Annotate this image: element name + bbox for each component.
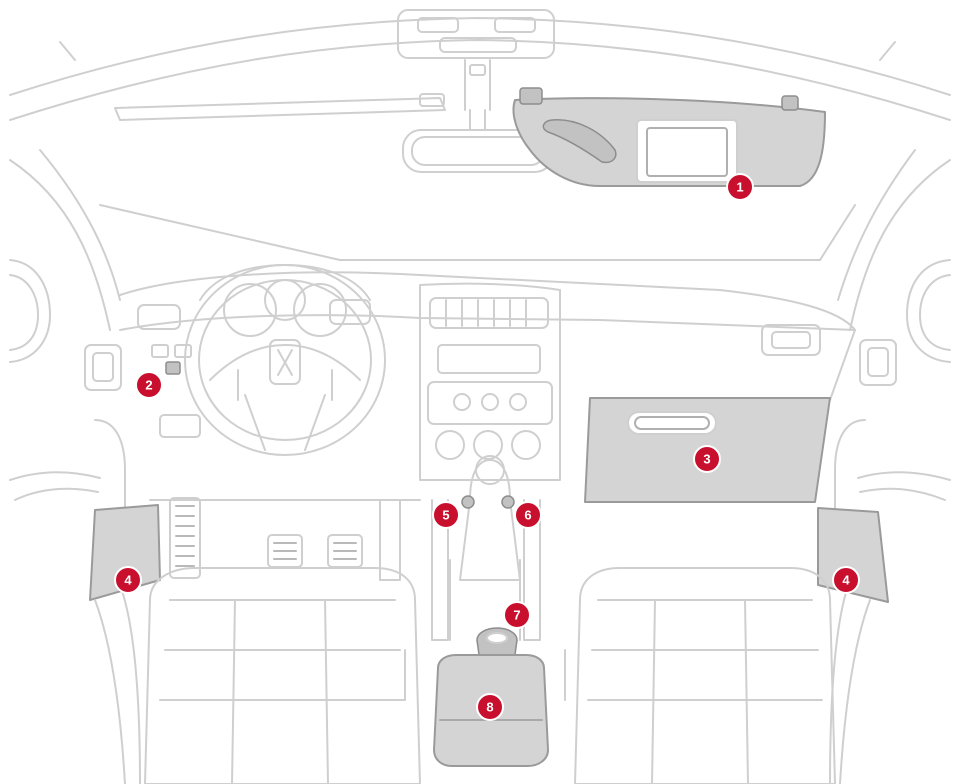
sun-visor-highlight xyxy=(513,88,825,186)
marker-label: 4 xyxy=(124,573,132,588)
marker-label: 4 xyxy=(842,573,850,588)
center-stack xyxy=(420,284,560,480)
callout-marker-2: 2 xyxy=(136,372,162,398)
marker-label: 1 xyxy=(736,180,743,195)
marker-label: 5 xyxy=(442,508,449,523)
gear-lever xyxy=(460,456,520,580)
left-seat xyxy=(95,568,420,784)
callout-marker-9: 8 xyxy=(477,694,503,720)
marker-label: 2 xyxy=(145,378,152,393)
left-sun-visor xyxy=(115,94,445,120)
callout-marker-5: 4 xyxy=(833,567,859,593)
right-door xyxy=(835,160,950,560)
marker-label: 3 xyxy=(703,452,710,467)
callout-marker-6: 5 xyxy=(433,502,459,528)
marker-label: 8 xyxy=(486,700,493,715)
steering-wheel xyxy=(185,265,385,455)
callout-marker-1: 1 xyxy=(727,174,753,200)
marker-label: 7 xyxy=(513,608,520,623)
callout-marker-7: 6 xyxy=(515,502,541,528)
callout-marker-4: 4 xyxy=(115,567,141,593)
callout-marker-8: 7 xyxy=(504,602,530,628)
left-door xyxy=(10,160,125,560)
right-seat xyxy=(575,568,870,784)
callout-marker-3: 3 xyxy=(694,446,720,472)
marker-label: 6 xyxy=(524,508,531,523)
